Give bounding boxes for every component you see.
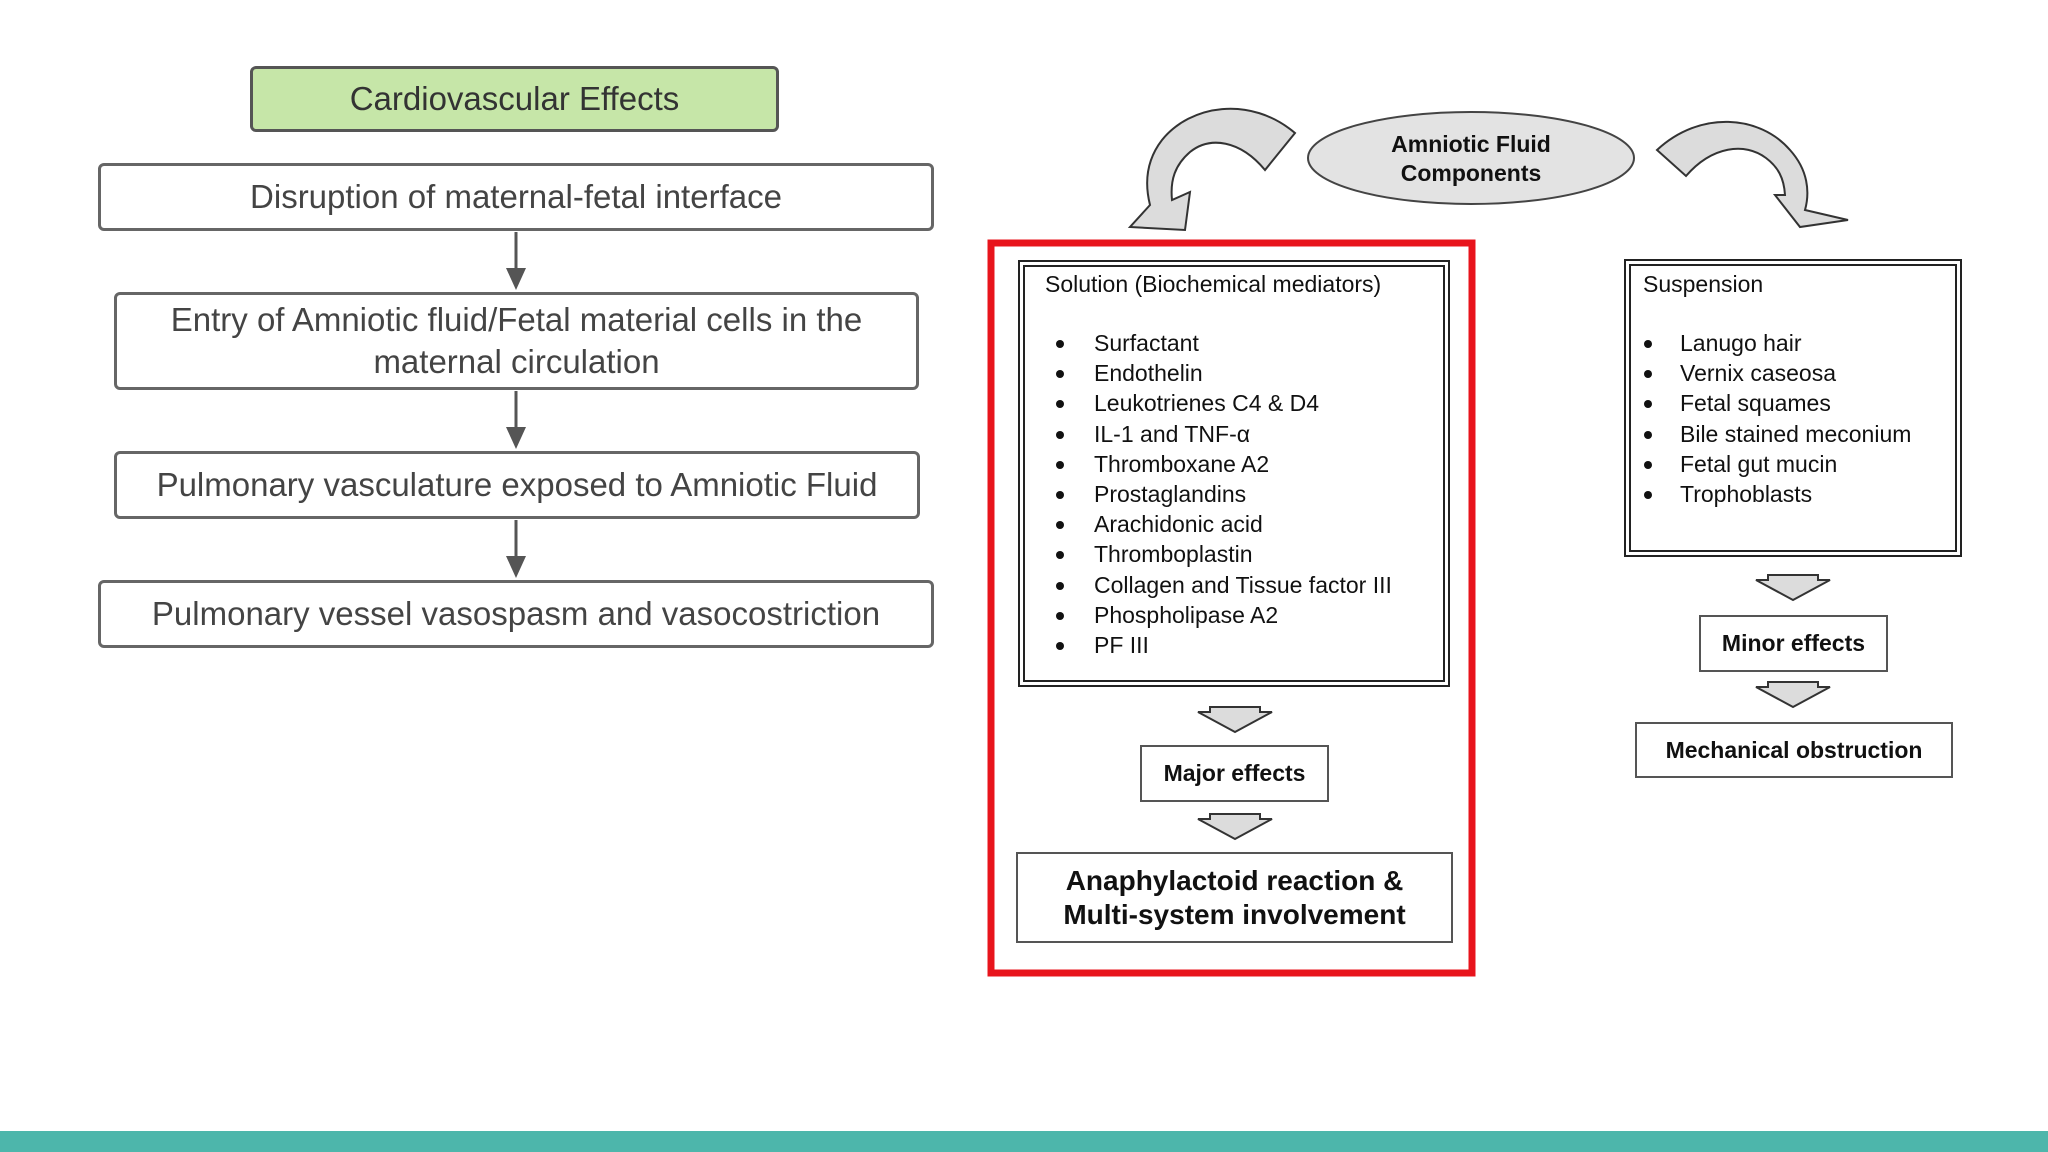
list-item: Collagen and Tissue factor III xyxy=(1020,570,1450,600)
list-item: IL-1 and TNF-α xyxy=(1020,419,1450,449)
curved-arrow-right xyxy=(1655,120,1849,229)
flow-connector-2 xyxy=(506,391,526,449)
flow-step-entry: Entry of Amniotic fluid/Fetal material c… xyxy=(114,292,919,390)
solution-down-arrow-2 xyxy=(1197,813,1273,841)
list-item: Vernix caseosa xyxy=(1627,358,1957,388)
suspension-title: Suspension xyxy=(1643,271,1764,297)
minor-effects-box: Minor effects xyxy=(1699,615,1888,672)
solution-panel-border xyxy=(1018,260,1450,687)
flow-connector-3 xyxy=(506,520,526,578)
flowchart-title: Cardiovascular Effects xyxy=(250,66,779,132)
flow-step-pulmonary-exposure: Pulmonary vasculature exposed to Amnioti… xyxy=(114,451,920,519)
flow-step-disruption: Disruption of maternal-fetal interface xyxy=(98,163,934,231)
list-item: Prostaglandins xyxy=(1020,479,1450,509)
suspension-list: Lanugo hair Vernix caseosa Fetal squames… xyxy=(1627,328,1957,509)
curved-arrow-left xyxy=(1127,107,1297,232)
suspension-down-arrow-1 xyxy=(1755,574,1831,602)
solution-title: Solution (Biochemical mediators) xyxy=(1045,271,1382,297)
list-item: Endothelin xyxy=(1020,358,1450,388)
footer-bar xyxy=(0,1131,2048,1152)
list-item: Fetal gut mucin xyxy=(1627,449,1957,479)
solution-list: Surfactant Endothelin Leukotrienes C4 & … xyxy=(1020,328,1450,660)
mechanical-obstruction-box: Mechanical obstruction xyxy=(1635,722,1953,778)
list-item: Leukotrienes C4 & D4 xyxy=(1020,388,1450,418)
list-item: Surfactant xyxy=(1020,328,1450,358)
list-item: Arachidonic acid xyxy=(1020,509,1450,539)
suspension-down-arrow-2 xyxy=(1755,681,1831,709)
solution-down-arrow-1 xyxy=(1197,706,1273,734)
suspension-panel-border xyxy=(1624,259,1962,557)
list-item: PF III xyxy=(1020,630,1450,660)
list-item: Bile stained meconium xyxy=(1627,419,1957,449)
list-item: Thromboxane A2 xyxy=(1020,449,1450,479)
list-item: Thromboplastin xyxy=(1020,539,1450,569)
list-item: Fetal squames xyxy=(1627,388,1957,418)
flow-step-vasospasm: Pulmonary vessel vasospasm and vasocostr… xyxy=(98,580,934,648)
components-ellipse xyxy=(1307,111,1635,205)
list-item: Phospholipase A2 xyxy=(1020,600,1450,630)
solution-highlight xyxy=(987,239,1476,977)
major-effects-box: Major effects xyxy=(1140,745,1329,802)
components-title: Amniotic Fluid Components xyxy=(1391,131,1551,186)
list-item: Trophoblasts xyxy=(1627,479,1957,509)
anaphylactoid-box: Anaphylactoid reaction & Multi-system in… xyxy=(1016,852,1453,943)
flow-connector-1 xyxy=(506,232,526,290)
list-item: Lanugo hair xyxy=(1627,328,1957,358)
